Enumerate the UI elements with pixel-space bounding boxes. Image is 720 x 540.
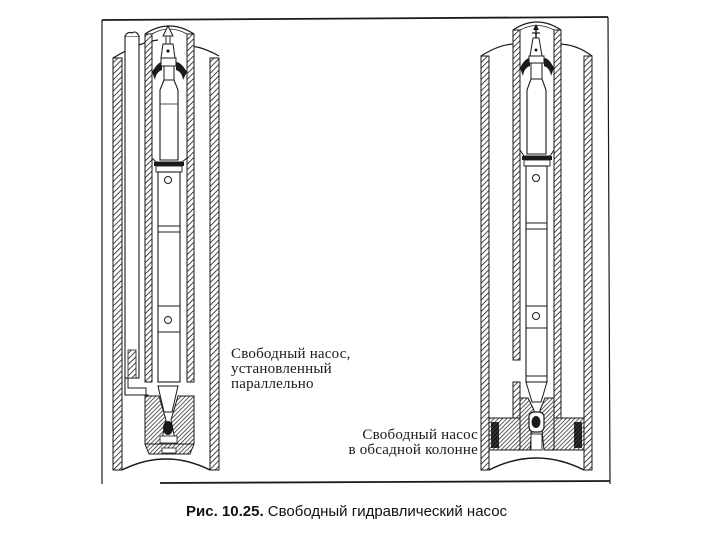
right-pump-assembly	[480, 21, 593, 471]
figure-caption: Рис. 10.25. Свободный гидравлический нас…	[186, 503, 507, 520]
label-casing-line-1: Свободный насос	[362, 427, 478, 443]
label-parallel-line-1: Свободный насос,	[231, 346, 351, 362]
figure-title: Свободный гидравлический насос	[263, 503, 508, 520]
figure-number: Рис. 10.25.	[186, 503, 264, 520]
left-pump-assembly	[112, 24, 220, 471]
label-parallel-line-3: параллельно	[231, 376, 314, 392]
label-parallel-pump: Свободный насос, установленный параллель…	[231, 347, 351, 392]
label-casing-pump: Свободный насос в обсадной колонне	[330, 428, 478, 458]
label-parallel-line-2: установленный	[231, 361, 332, 377]
frame-border	[101, 16, 611, 485]
label-casing-line-2: в обсадной колонне	[348, 442, 478, 458]
